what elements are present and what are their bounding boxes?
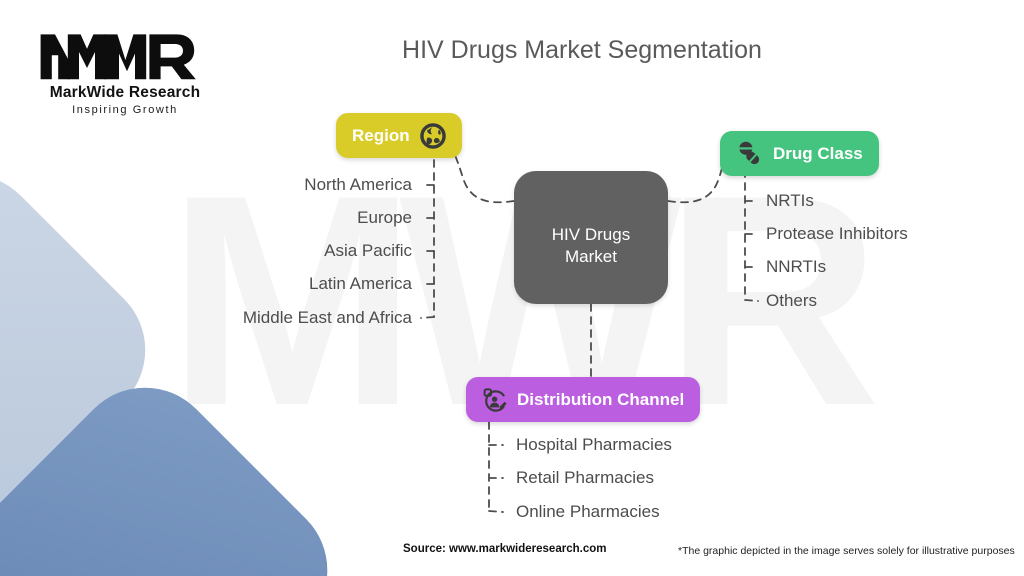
branch-label-region: Region xyxy=(352,125,410,145)
center-node-label-line2: Market xyxy=(565,247,617,266)
leaf-drug-class-2: NNRTIs xyxy=(766,257,827,276)
leaf-distribution-channel-1: Retail Pharmacies xyxy=(516,468,654,487)
leaf-region-4: Middle East and Africa xyxy=(242,308,412,327)
branch-label-drug-class: Drug Class xyxy=(773,143,863,163)
center-node-label-line1: HIV Drugs xyxy=(551,225,631,244)
mwr-logo-icon xyxy=(40,34,196,80)
pills-icon xyxy=(736,140,763,167)
branch-badge-region[interactable]: Region xyxy=(336,113,462,158)
contact-person-icon xyxy=(482,387,508,413)
brand-name: MarkWide Research xyxy=(49,84,201,101)
leaf-region-1: Europe xyxy=(357,208,412,227)
center-node: HIV Drugs Market xyxy=(514,171,668,304)
disclaimer-text: *The graphic depicted in the image serve… xyxy=(678,545,1015,557)
page-title: HIV Drugs Market Segmentation xyxy=(402,36,762,64)
branch-badge-drug-class[interactable]: Drug Class xyxy=(720,131,879,176)
center-node-label: HIV Drugs Market xyxy=(552,224,630,304)
branch-badge-distribution-channel[interactable]: Distribution Channel xyxy=(466,377,701,422)
leaf-distribution-channel-2: Online Pharmacies xyxy=(516,502,660,521)
brand-logo: MarkWide Research Inspiring Growth xyxy=(25,30,225,130)
source-text: Source: www.markwideresearch.com xyxy=(403,543,607,555)
leaf-distribution-channel-0: Hospital Pharmacies xyxy=(516,435,672,454)
leaf-drug-class-1: Protease Inhibitors xyxy=(766,224,908,243)
leaf-region-0: North America xyxy=(304,175,412,194)
leaf-drug-class-0: NRTIs xyxy=(766,191,814,210)
brand-tagline: Inspiring Growth xyxy=(72,104,178,116)
leaf-drug-class-3: Others xyxy=(766,291,818,310)
globe-icon xyxy=(419,122,446,149)
leaf-region-3: Latin America xyxy=(309,274,412,293)
leaf-region-2: Asia Pacific xyxy=(324,241,412,260)
branch-label-distribution-channel: Distribution Channel xyxy=(517,389,685,409)
